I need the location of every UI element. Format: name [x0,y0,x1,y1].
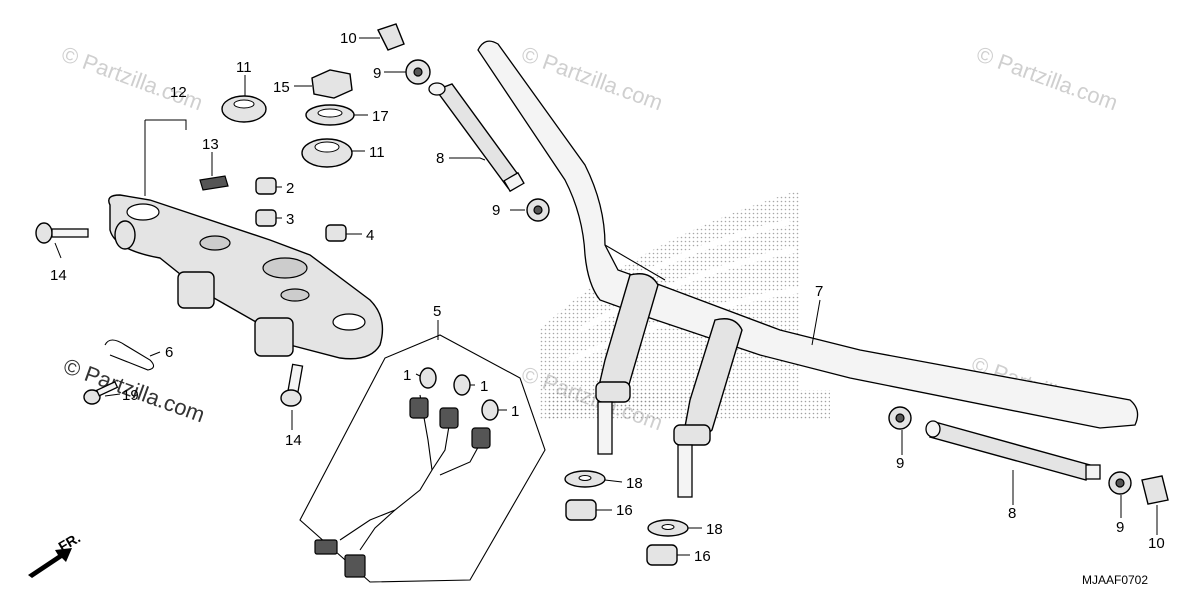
grip-nut [888,406,912,430]
callout-19: 19 [122,387,139,404]
washer [305,104,355,126]
end-clip [1141,475,1169,505]
handlebar-riser-right [673,318,743,498]
callout-11: 11 [236,59,252,76]
plate [199,175,229,191]
callout-1: 1 [511,403,519,420]
bulb-socket [419,367,437,389]
top-nut [311,69,353,99]
callout-16: 16 [694,548,711,565]
bulb-socket [453,374,471,396]
callout-17: 17 [372,108,389,125]
callout-6: 6 [165,344,173,361]
callout-4: 4 [366,227,374,244]
callout-18: 18 [626,475,643,492]
callout-11: 11 [369,144,385,161]
callout-9: 9 [1116,519,1124,536]
plug [325,224,347,242]
washer-riser [647,519,689,537]
leader-lines [54,37,1158,556]
grip-nut [1108,471,1132,495]
bolt-small [83,380,119,405]
callout-7: 7 [815,283,823,300]
grip-rod-left [428,82,525,193]
plug [255,209,277,227]
bolt-left [35,222,89,244]
nut-riser [565,499,597,521]
callout-16: 16 [616,502,633,519]
nut-riser [646,544,678,566]
wire-harness-group [299,334,546,583]
diagram-code: MJAAF0702 [1082,573,1148,587]
callout-9: 9 [896,455,904,472]
callout-9: 9 [492,202,500,219]
callout-10: 10 [340,30,357,47]
callout-5: 5 [433,303,441,320]
callout-10: 10 [1148,535,1165,552]
grip-nut [526,198,550,222]
callout-8: 8 [1008,505,1016,522]
washer-riser [564,470,606,488]
callout-9: 9 [373,65,381,82]
grip-rod-right [925,420,1101,481]
front-direction-marker: FR. [28,529,83,578]
grip-nut [405,59,431,85]
watermark: © Partzilla.com [973,41,1121,115]
callout-12: 12 [170,84,187,101]
callout-14: 14 [285,432,302,449]
callout-13: 13 [202,136,219,153]
handlebar-riser-left [595,273,659,455]
watermark: © Partzilla.com [58,41,206,115]
bearing-upper [301,138,353,168]
callout-labels: 10 9 15 17 11 11 12 13 2 3 4 14 8 9 5 1 … [50,30,1165,565]
callout-1: 1 [480,378,488,395]
callout-3: 3 [286,211,294,228]
end-clip [377,23,405,51]
wire-clip [104,339,155,371]
callout-1: 1 [403,367,411,384]
callout-15: 15 [273,79,290,96]
callout-8: 8 [436,150,444,167]
callout-2: 2 [286,180,294,197]
bearing-left [221,95,267,123]
bolt-lower [280,363,304,407]
bulb-socket [481,399,499,421]
top-bridge [108,194,384,360]
callout-18: 18 [706,521,723,538]
callout-14: 14 [50,267,67,284]
plug [255,177,277,195]
handlebar [477,40,1139,429]
